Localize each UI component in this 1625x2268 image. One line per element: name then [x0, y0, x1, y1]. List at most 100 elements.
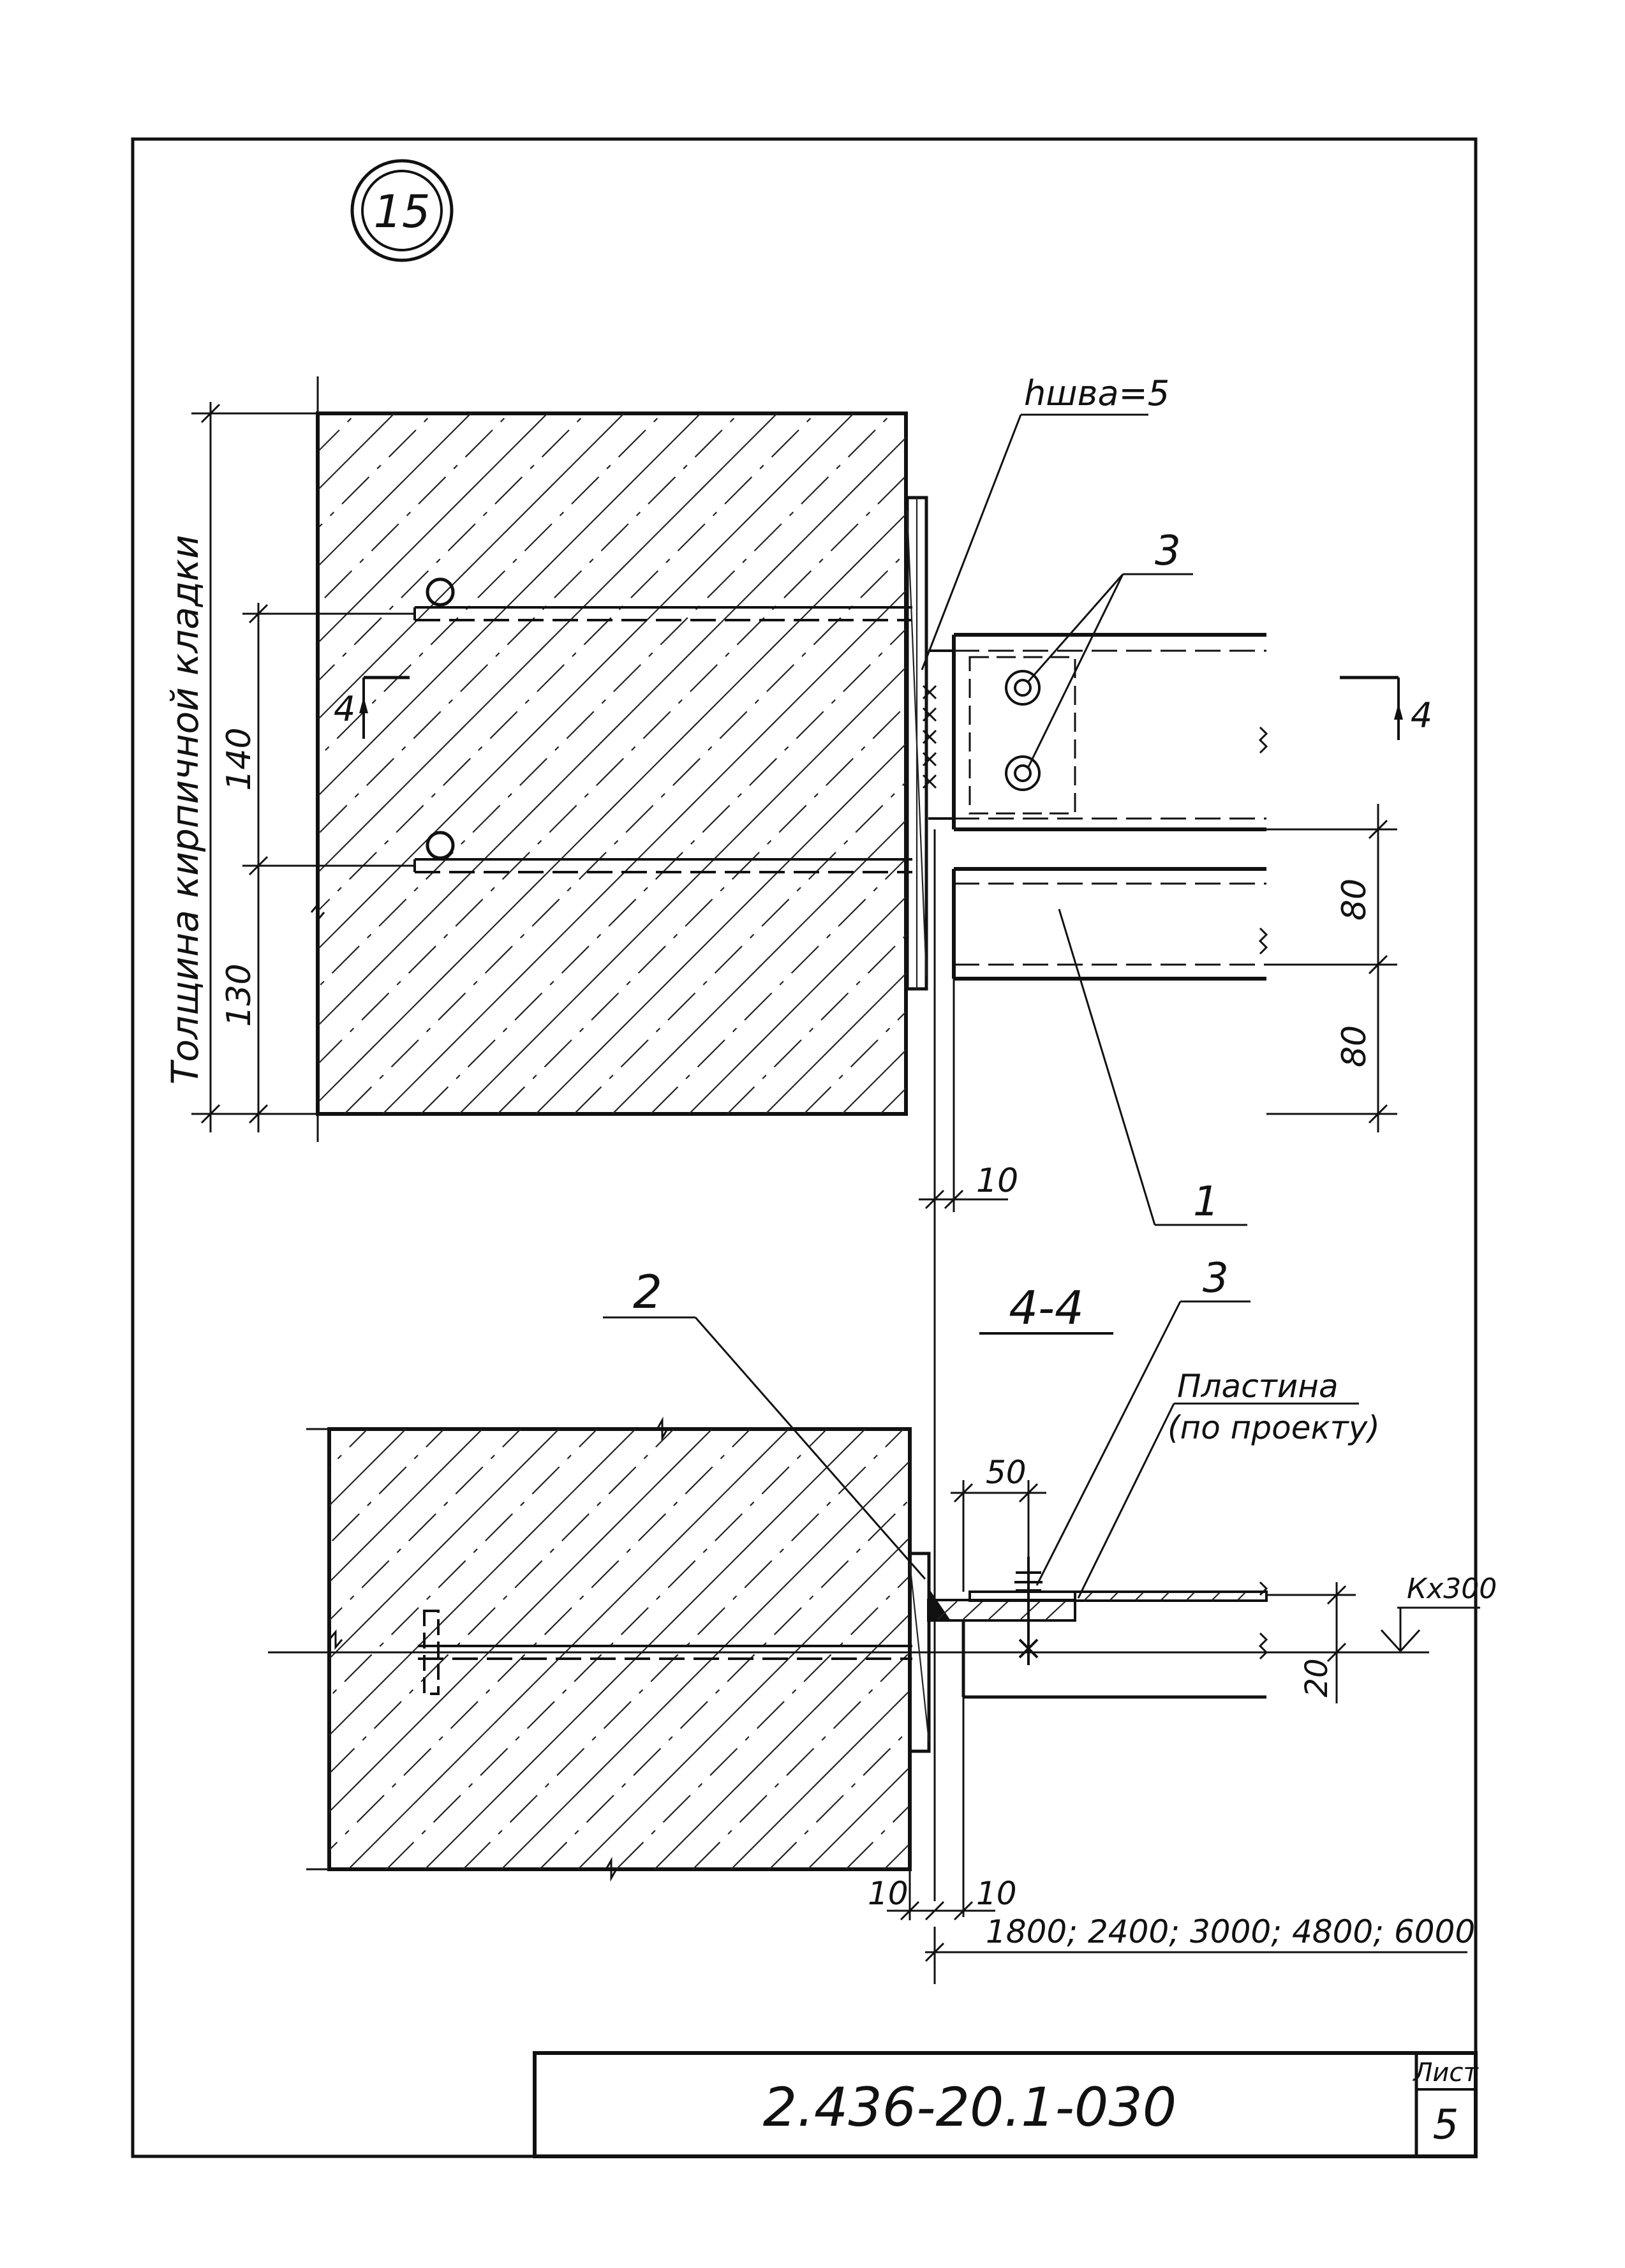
section-mark-right: 4: [1340, 676, 1432, 740]
embedded-plate-section: [908, 1552, 931, 1753]
callout-3-leader: [1027, 573, 1193, 767]
hatch-line: [807, 1766, 910, 1869]
right-dimensions: [1266, 804, 1397, 1132]
hatch-line: [463, 1429, 904, 1869]
callout-3-section-leader: [1035, 1300, 1250, 1586]
section-mark-left: 4: [334, 676, 410, 739]
anchor-rod-upper: [413, 577, 912, 621]
beam-section: [961, 1581, 1268, 1699]
hatch-line: [1455, 413, 1625, 1114]
connection-plate: [927, 1590, 1268, 1622]
hatch-line: [769, 1728, 910, 1869]
hatch-line: [1263, 413, 1625, 1114]
hatch-line: [999, 1429, 1439, 1869]
hatch-line: [1037, 1429, 1478, 1869]
hatch-line: [329, 1429, 560, 1660]
sheet-number: 5: [1433, 2101, 1459, 2149]
elevation-view: 4 4 Толщина кирпичной кладки 140 1: [0, 373, 1625, 1901]
hatch-line: [318, 413, 433, 530]
hatch-line: [1110, 413, 1625, 1114]
hatch-line: [692, 1651, 910, 1869]
hatch-line: [1305, 1429, 1625, 1869]
hatch-line: [919, 413, 1619, 1114]
section-title: 4-4: [1009, 1281, 1084, 1335]
hatch-line: [842, 1049, 906, 1114]
hatch-line: [765, 972, 906, 1114]
hatch-line: [344, 551, 906, 1114]
upper-beam: [928, 633, 1268, 831]
hatch-line: [535, 743, 906, 1114]
section-mark-left-label: 4: [334, 689, 355, 729]
hatch-line: [329, 1429, 674, 1775]
hatch-line: [318, 413, 778, 874]
hatch-line: [616, 1575, 910, 1869]
hatch-line: [318, 413, 471, 568]
hatch-line: [957, 413, 1625, 1114]
hatch-line: [420, 628, 906, 1114]
hatch-line: [803, 1011, 906, 1114]
dim-80-top: 80: [1335, 878, 1374, 921]
hatch-line: [0, 413, 318, 1114]
gap-dimension: [919, 829, 1008, 1901]
hatch-line: [1191, 1429, 1625, 1869]
hatch-line: [318, 413, 739, 836]
hatch-line: [1493, 413, 1625, 1114]
hatch-line: [1416, 413, 1625, 1114]
hatch-line: [612, 819, 906, 1114]
dim-10-right: 10: [976, 1875, 1017, 1912]
masonry-hatch: [0, 413, 1625, 1114]
hatch-line: [318, 413, 625, 721]
hatch-line: [654, 1613, 910, 1869]
hatch-line: [884, 1842, 910, 1869]
anchor-rod-lower: [413, 831, 912, 873]
hatch-line: [1569, 413, 1625, 1114]
hatch-line: [1378, 413, 1625, 1114]
hatch-line: [329, 1429, 368, 1469]
hatch-line: [1114, 1429, 1554, 1869]
hatch-line: [845, 1804, 910, 1869]
hatch-line: [1531, 413, 1625, 1114]
callout-2-leader: [603, 1316, 926, 1580]
hatch-line: [348, 1429, 789, 1869]
doc-code: 2.436-20.1-030: [763, 2076, 1176, 2138]
dim-80-bottom: 80: [1335, 1025, 1374, 1067]
hatch-line: [329, 1429, 713, 1813]
bolt-section: [1014, 1557, 1043, 1665]
sheet-label: Лист: [1412, 2058, 1479, 2087]
callout-1: 1: [1193, 1178, 1219, 1226]
callout-3-section: 3: [1203, 1255, 1229, 1302]
hatch-line: [318, 475, 906, 1065]
hatch-line: [1076, 1429, 1516, 1869]
dim-20: 20: [1299, 1658, 1335, 1697]
section-mark-right-label: 4: [1411, 695, 1432, 736]
hatch-line: [329, 1429, 406, 1507]
hatch-line: [318, 413, 816, 912]
hatch-line: [318, 436, 906, 1027]
hatch-line: [923, 1429, 1363, 1869]
hatch-line: [1344, 1429, 1625, 1869]
hatch-line: [1072, 413, 1625, 1114]
weld-leader: [921, 413, 1148, 671]
lower-beam: [952, 867, 1268, 981]
plate-label-line2: (по проекту): [1168, 1409, 1380, 1446]
hatch-line: [329, 1429, 521, 1622]
weld-marks: [922, 685, 937, 789]
left-dimensions: [191, 376, 415, 1142]
hatch-line: [1229, 1429, 1625, 1869]
dim-140: 140: [220, 727, 258, 790]
weld-fillet: [929, 1589, 951, 1620]
hatch-line: [318, 413, 548, 644]
hatch-line: [318, 413, 701, 797]
masonry-wall: [316, 411, 908, 1116]
hatch-line: [1340, 413, 1625, 1114]
hatch-line: [1034, 413, 1625, 1114]
section-view: 4-4 2 3 Пластина (по проекту): [268, 1255, 1625, 1984]
hatch-line: [318, 413, 893, 989]
hatch-line: [318, 413, 854, 951]
hatch-line: [1225, 413, 1625, 1114]
detail-marker: 15: [350, 159, 454, 262]
hatch-line: [1187, 413, 1625, 1114]
level-mark: Кх300: [1407, 1573, 1497, 1605]
hatch-line: [577, 1536, 910, 1869]
hatch-line: [688, 896, 906, 1114]
